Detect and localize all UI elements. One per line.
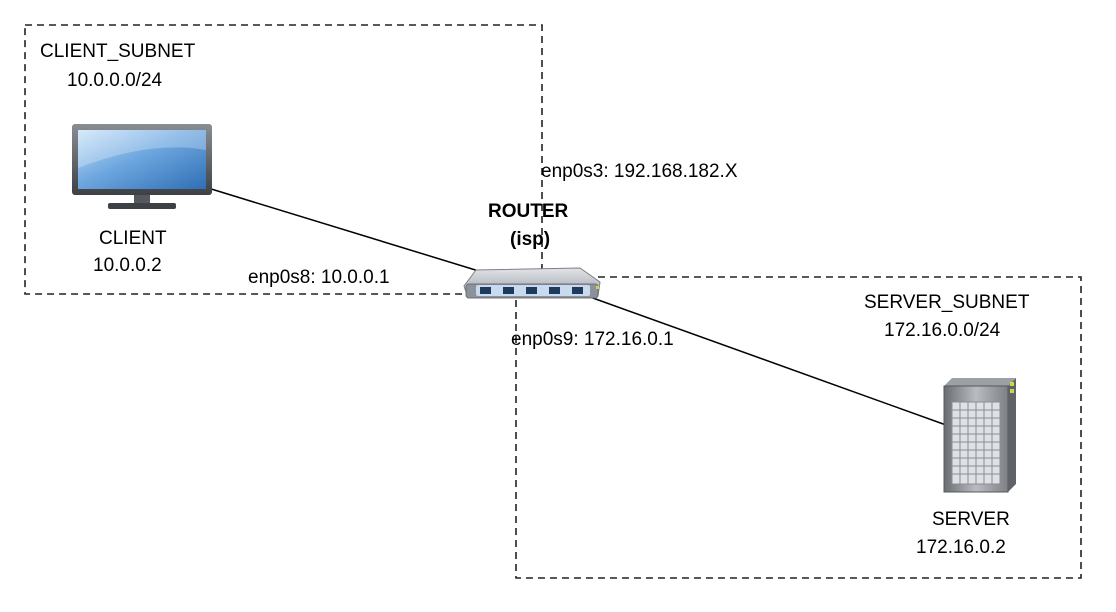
server-ip: 172.16.0.2 bbox=[916, 537, 1006, 558]
router-server-interface: enp0s9: 172.16.0.1 bbox=[511, 329, 674, 350]
router-client-interface: enp0s8: 10.0.0.1 bbox=[248, 267, 390, 288]
server-subnet-boundary bbox=[515, 276, 1082, 579]
router-alias: (isp) bbox=[510, 229, 551, 250]
server-subnet-name: SERVER_SUBNET bbox=[864, 292, 1030, 313]
router-wan-interface: enp0s3: 192.168.182.X bbox=[541, 161, 738, 182]
server-icon bbox=[943, 378, 1016, 493]
client-subnet-cidr: 10.0.0.0/24 bbox=[67, 70, 163, 91]
server-subnet-cidr: 172.16.0.0/24 bbox=[884, 320, 1001, 341]
client-router-link bbox=[207, 187, 483, 273]
client-ip: 10.0.0.2 bbox=[93, 255, 162, 276]
router-server-link bbox=[589, 296, 947, 426]
client-name: CLIENT bbox=[99, 228, 167, 249]
router-name: ROUTER bbox=[488, 201, 569, 222]
client-subnet-name: CLIENT_SUBNET bbox=[40, 41, 196, 62]
monitor-icon bbox=[72, 124, 212, 209]
router-icon bbox=[463, 267, 601, 299]
server-name: SERVER bbox=[932, 509, 1010, 530]
